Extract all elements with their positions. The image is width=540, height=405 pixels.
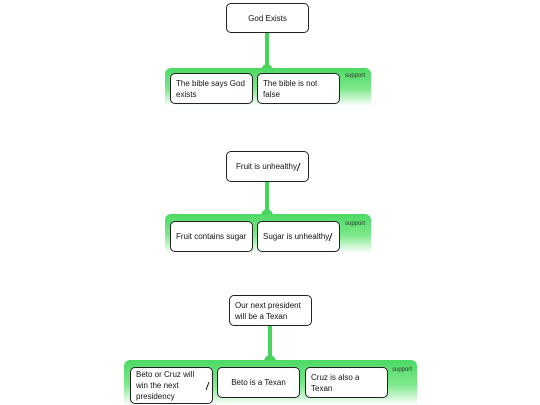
premise-text: Beto is a Texan xyxy=(231,378,286,387)
premise-text: Sugar is unhealthy xyxy=(263,232,330,241)
premise-box[interactable]: Cruz is also a Texan xyxy=(305,367,388,398)
claim-box[interactable]: God Exists xyxy=(226,3,309,33)
text-cursor xyxy=(328,232,333,241)
claim-box[interactable]: Our next president will be a Texan xyxy=(229,295,312,326)
premise-box[interactable]: Fruit contains sugar xyxy=(170,221,253,252)
premise-box[interactable]: Beto or Cruz will win the next presidenc… xyxy=(130,367,213,404)
premise-box[interactable]: The bible is not false xyxy=(257,73,340,104)
premise-text: The bible is not false xyxy=(263,78,318,99)
connector-line xyxy=(268,326,272,363)
claim-text: Our next president will be a Texan xyxy=(235,300,301,321)
relation-label: support xyxy=(392,367,413,373)
premise-text: The bible says God exists xyxy=(176,78,245,99)
connector-flare xyxy=(259,62,275,72)
connector-flare xyxy=(262,353,278,363)
text-cursor xyxy=(296,162,301,171)
relation-label: support xyxy=(345,73,366,79)
claim-text: Fruit is unhealthy xyxy=(236,162,297,171)
premise-text: Cruz is also a Texan xyxy=(311,372,360,393)
premise-text: Fruit contains sugar xyxy=(176,232,247,241)
connector-line xyxy=(265,182,269,217)
premise-box[interactable]: The bible says God exists xyxy=(170,73,253,104)
claim-text: God Exists xyxy=(248,13,287,23)
premise-box[interactable]: Sugar is unhealthy xyxy=(257,221,340,252)
relation-label: support xyxy=(345,221,366,227)
claim-box[interactable]: Fruit is unhealthy xyxy=(226,151,309,182)
text-cursor xyxy=(205,381,209,390)
premise-box[interactable]: Beto is a Texan xyxy=(217,367,300,398)
connector-line xyxy=(265,33,269,71)
premise-text: Beto or Cruz will win the next presidenc… xyxy=(136,370,195,401)
connector-flare xyxy=(259,207,275,217)
